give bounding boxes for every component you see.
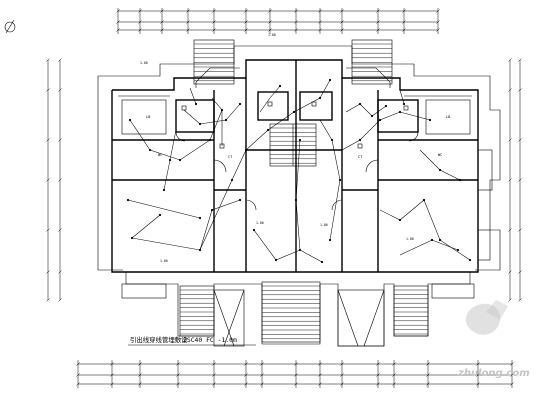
watermark-brand: zhulong.com	[457, 368, 530, 379]
watermark: zhulong.com	[457, 300, 530, 379]
small-tag: 1.00	[268, 33, 276, 37]
annotation-spec: 2SC40 FC -1.0m	[183, 336, 237, 344]
room-tag: WC	[438, 153, 442, 157]
room-tag: CT	[358, 155, 363, 159]
small-tag: 1.00	[140, 61, 148, 65]
windows	[111, 196, 479, 273]
watermark-logo-icon	[465, 300, 508, 335]
room-tag: CT	[228, 155, 233, 159]
north-arrow	[4, 19, 16, 34]
room-tag: LB	[146, 115, 150, 119]
electrical-wiring	[127, 79, 471, 263]
annotation-main: 引出线穿线管埋敷设	[130, 335, 188, 344]
doors	[175, 131, 419, 211]
small-tags: 1.00 1.00 1.00 1.00 1.00 1.00	[140, 33, 414, 263]
electrical-fixtures	[126, 78, 472, 264]
top-dimension-lines	[116, 8, 440, 34]
wiring-annotation: 引出线穿线管埋敷设 2SC40 FC -1.0m	[128, 335, 256, 346]
top-stairs	[193, 39, 393, 88]
small-tag: 1.00	[320, 223, 328, 227]
small-tag: 1.00	[406, 237, 414, 241]
bottom-dimension-lines	[76, 360, 514, 388]
bottom-stairs	[121, 272, 475, 347]
room-tag: WC	[158, 153, 162, 157]
small-tag: 1.00	[160, 259, 168, 263]
central-stair	[269, 123, 317, 167]
side-dimension-lines	[46, 58, 522, 302]
room-tags: LB WC CT CT WC LB	[146, 115, 450, 159]
room-tag: LB	[446, 115, 450, 119]
small-tag: 1.00	[256, 221, 264, 225]
